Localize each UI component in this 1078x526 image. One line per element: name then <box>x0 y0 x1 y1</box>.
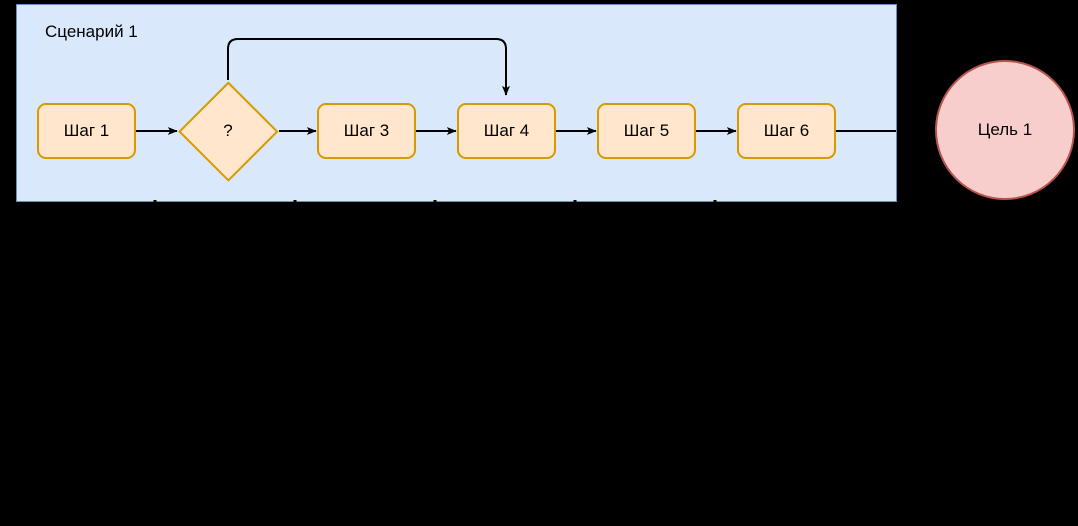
node-step3-label: Шаг 3 <box>343 121 390 140</box>
node-decision-label: ? <box>223 121 233 140</box>
node-step5-label: Шаг 5 <box>623 121 670 140</box>
node-step4[interactable]: Шаг 4 <box>457 103 556 159</box>
node-step1-label: Шаг 1 <box>63 121 110 140</box>
node-goal1[interactable]: Цель 1 <box>935 60 1075 200</box>
node-step3[interactable]: Шаг 3 <box>317 103 416 159</box>
node-decision[interactable]: ? <box>178 81 278 181</box>
node-goal1-label: Цель 1 <box>977 120 1033 139</box>
node-step5[interactable]: Шаг 5 <box>597 103 696 159</box>
node-step1[interactable]: Шаг 1 <box>37 103 136 159</box>
scenario-title: Сценарий 1 <box>45 22 138 41</box>
node-step6[interactable]: Шаг 6 <box>737 103 836 159</box>
node-step6-label: Шаг 6 <box>763 121 810 140</box>
node-step4-label: Шаг 4 <box>483 121 530 140</box>
